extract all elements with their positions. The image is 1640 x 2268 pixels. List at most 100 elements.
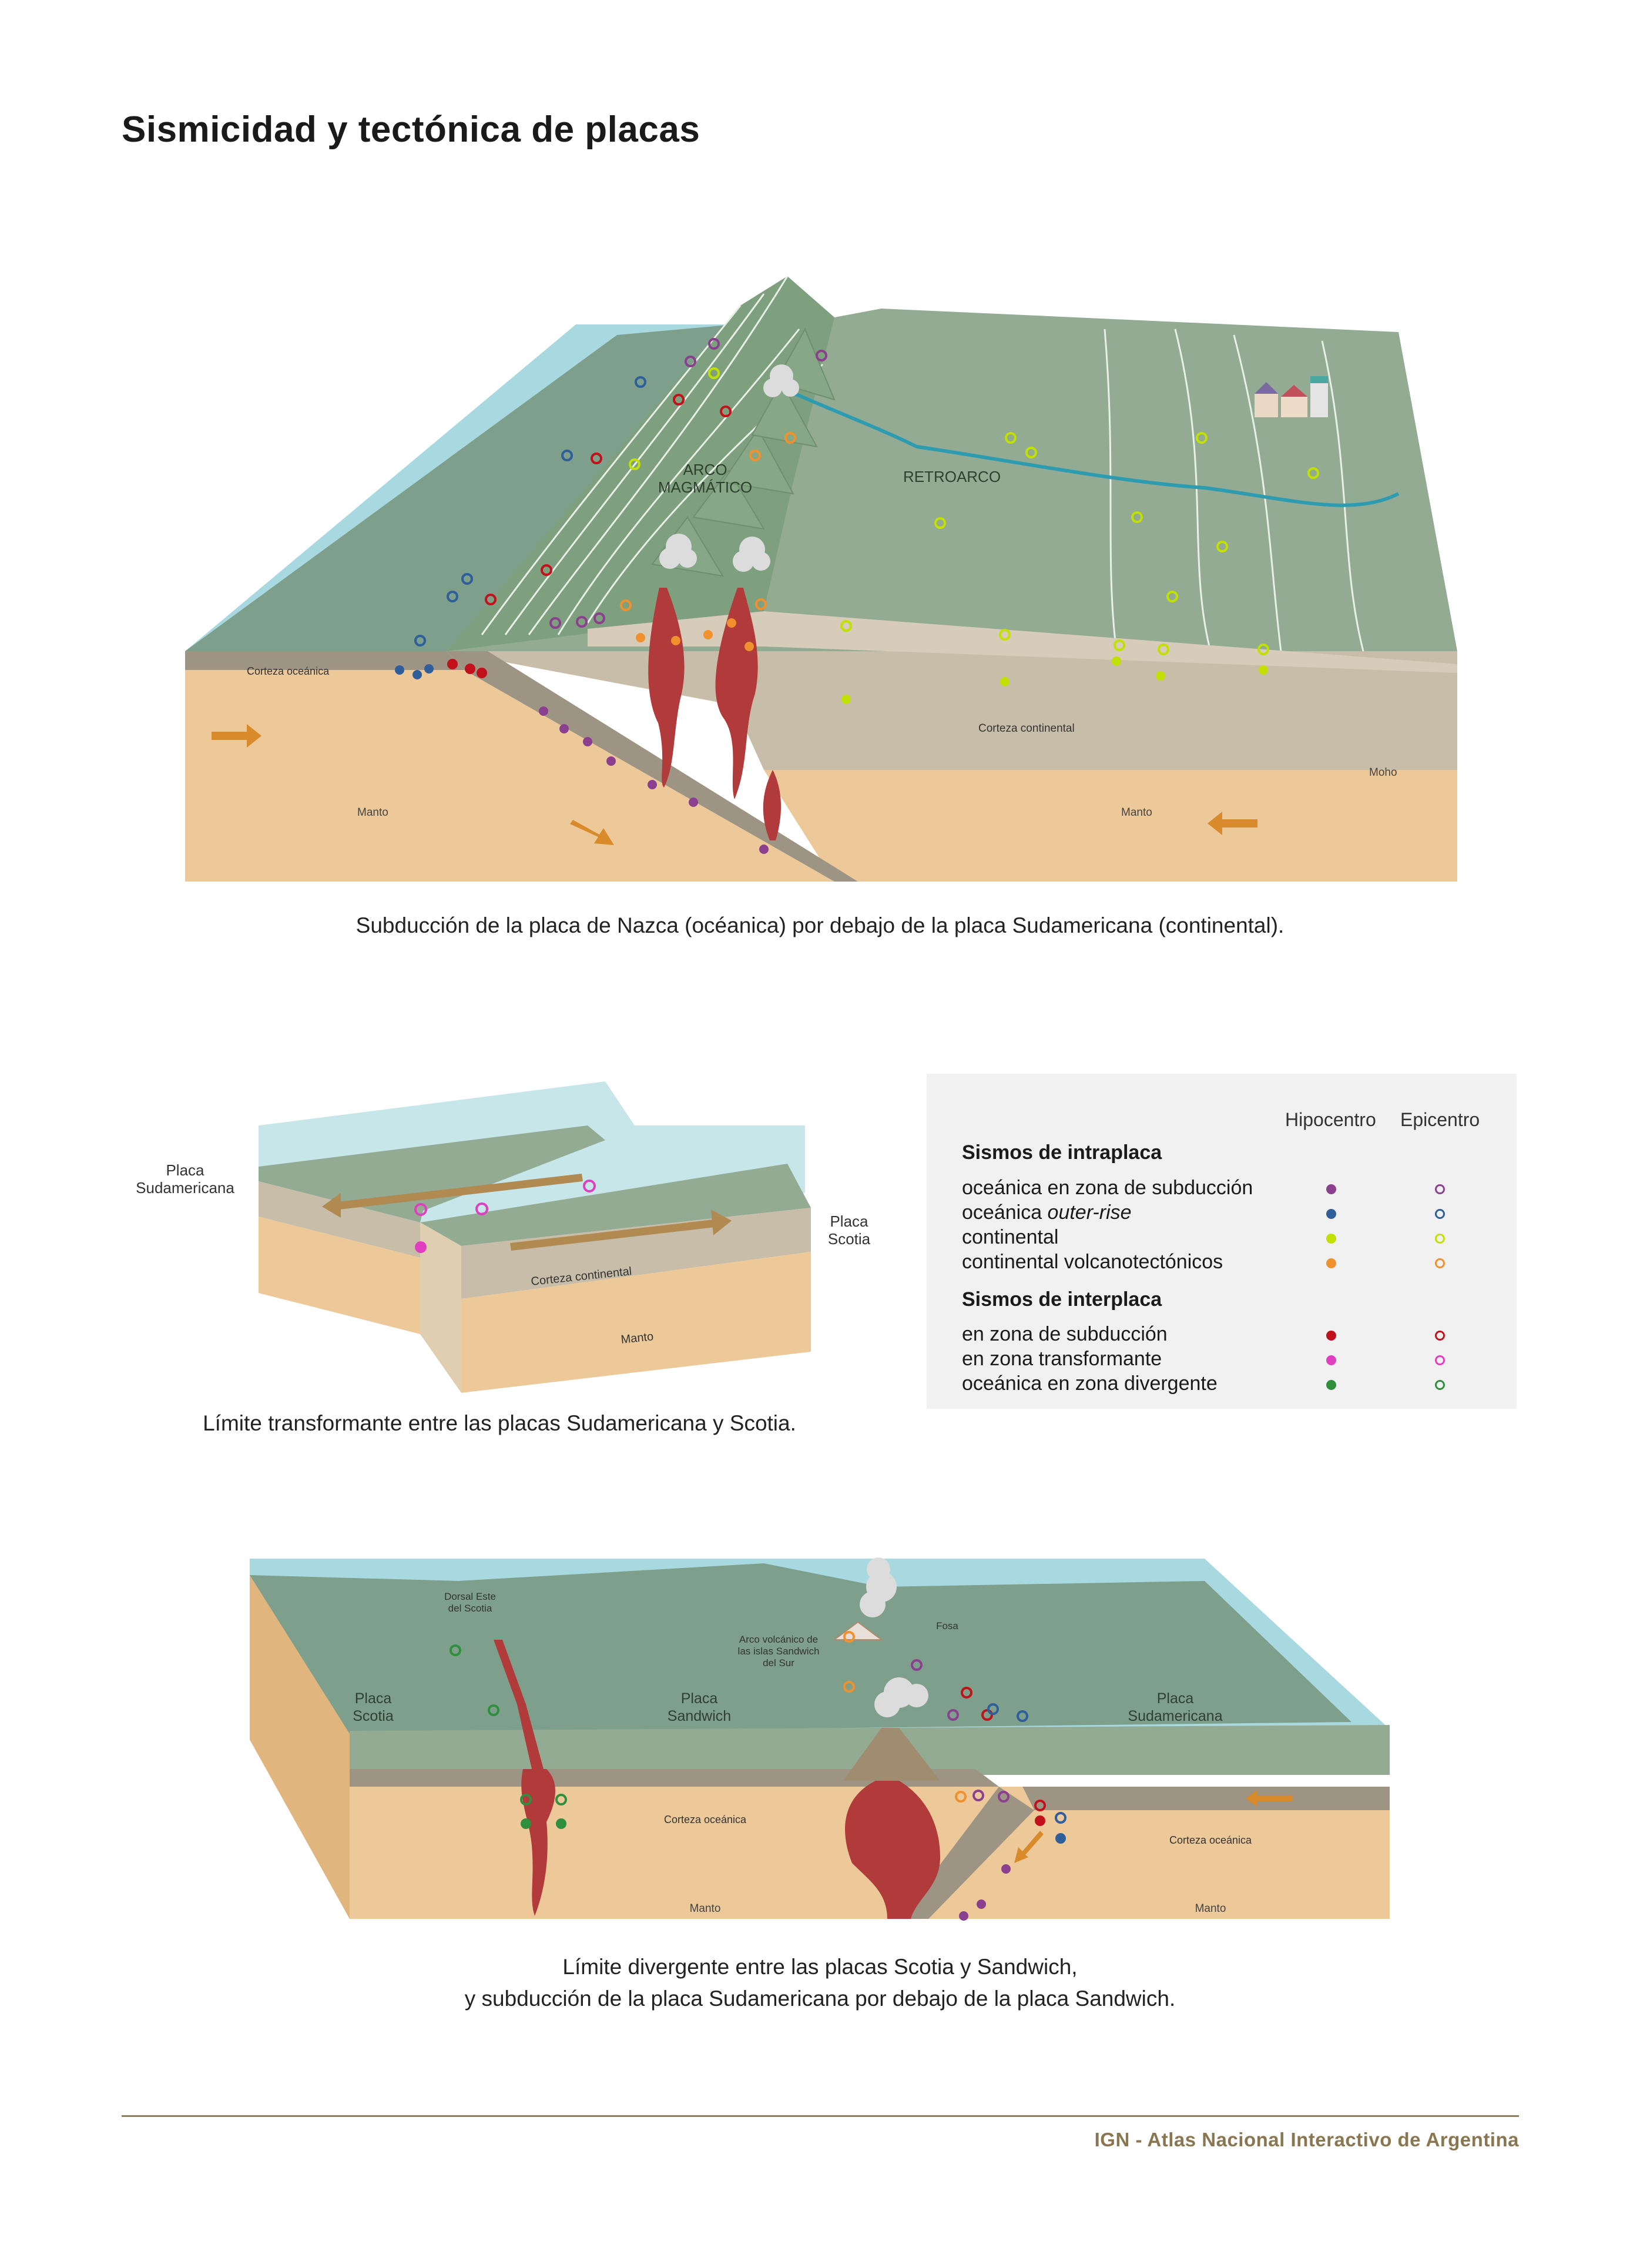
- legend: Hipocentro Epicentro Sismos de intraplac…: [927, 1074, 1517, 1409]
- label-placa-sandwich-b: Sandwich: [668, 1708, 731, 1724]
- epicentro-ring: [1435, 1331, 1445, 1341]
- volcano-smoke: [659, 364, 799, 572]
- label-placa-sudamericana-1: Placa: [166, 1161, 204, 1179]
- label-arco: ARCO: [683, 461, 727, 478]
- continental-crust: [447, 651, 1457, 770]
- label-placa-scotia-1: Placa: [830, 1212, 868, 1230]
- arrow-right-head: [711, 1210, 732, 1235]
- town-icon: [1255, 376, 1328, 417]
- footer-divider: [122, 2115, 1519, 2117]
- ocean-floor-3: [250, 1563, 1351, 1734]
- subducting-slab-3: [899, 1787, 1034, 1919]
- label-corteza-continental: Corteza continental: [978, 722, 1075, 735]
- river: [780, 386, 1400, 507]
- oceanic-crust-3b: [1022, 1787, 1390, 1810]
- legend-col-epicentro: Epicentro: [1400, 1109, 1480, 1130]
- label-placa-sud-3b: Sudamericana: [1128, 1708, 1222, 1724]
- subducting-slab: [447, 651, 858, 882]
- hipocentro-dot: [1326, 1184, 1336, 1194]
- volcano-far: [833, 1621, 883, 1640]
- epicentro-ring: [1435, 1380, 1445, 1390]
- label-manto-left: Manto: [357, 806, 388, 819]
- label-corteza-oceanica-3b: Corteza oceánica: [1169, 1834, 1252, 1846]
- caption-divergent-line1: Límite divergente entre las placas Scoti…: [562, 1955, 1078, 1979]
- label-placa-sandwich-a: Placa: [681, 1690, 718, 1707]
- epicentro-ring: [1435, 1184, 1445, 1194]
- plate-arrows-3: [1014, 1790, 1293, 1863]
- label-placa-scotia-3a: Placa: [355, 1690, 392, 1707]
- seismic-markers-3: [450, 1631, 1066, 1921]
- legend-row: oceánica en zona de subducción: [962, 1177, 1253, 1199]
- diagram-transform: Corteza continental Manto Placa Sudameri…: [136, 1081, 871, 1393]
- label-placa-sud-3a: Placa: [1157, 1690, 1194, 1707]
- arrow-left-head: [322, 1193, 341, 1218]
- mantle: [185, 670, 834, 882]
- side-face: [420, 1222, 461, 1393]
- diagram-divergent: Dorsal Este del Scotia Arco volcánico de…: [250, 1557, 1390, 1921]
- right-crust: [461, 1208, 811, 1299]
- hipocentro-dot: [1326, 1331, 1336, 1341]
- volcano: [843, 1728, 940, 1781]
- oceanic-crust-band: [185, 651, 464, 670]
- plate-arrows: [212, 724, 1257, 845]
- left-crust: [259, 1181, 420, 1258]
- caption-divergent: Límite divergente entre las placas Scoti…: [0, 1951, 1640, 2014]
- hipocentro-dot: [1326, 1209, 1336, 1219]
- legend-row-italic: outer-rise: [1047, 1201, 1132, 1224]
- label-placa-scotia-2: Scotia: [828, 1230, 871, 1248]
- label-retroarco: RETROARCO: [903, 468, 1001, 485]
- label-magmatico: MAGMÁTICO: [658, 478, 752, 496]
- legend-interplaca-title: Sismos de interplaca: [962, 1288, 1162, 1311]
- caption-transform: Límite transformante entre las placas Su…: [203, 1411, 796, 1435]
- legend-row: oceánica outer-rise: [962, 1201, 1132, 1224]
- label-placa-scotia-3b: Scotia: [353, 1708, 394, 1724]
- label-manto-3b: Manto: [1195, 1902, 1226, 1915]
- legend-row: en zona transformante: [962, 1348, 1162, 1370]
- label-fosa: Fosa: [936, 1620, 958, 1632]
- oceanic-crust-3a: [350, 1769, 999, 1787]
- plate-scotia-top: [420, 1164, 811, 1246]
- ocean-floor: [185, 324, 735, 651]
- legend-row: continental: [962, 1226, 1059, 1248]
- legend-row: continental volcanotectónicos: [962, 1251, 1223, 1273]
- label-corteza-oceanica-3a: Corteza oceánica: [664, 1814, 747, 1825]
- left-side-face: [250, 1575, 350, 1919]
- arrow-left: [338, 1174, 583, 1210]
- label-arco-2: las islas Sandwich: [738, 1646, 820, 1657]
- label-dorsal-1: Dorsal Este: [444, 1591, 496, 1602]
- hipocentro-dot: [1326, 1355, 1336, 1365]
- legend-row: oceánica en zona divergente: [962, 1372, 1218, 1395]
- hipocentro-dot: [1326, 1380, 1336, 1390]
- page-title: Sismicidad y tectónica de placas: [122, 109, 700, 150]
- arc-magma: [845, 1781, 940, 1919]
- mantle-right: [764, 770, 1457, 882]
- caption-subduction: Subducción de la placa de Nazca (océanic…: [355, 913, 1285, 937]
- seismic-markers: [395, 338, 1319, 854]
- label-corteza-oceanica: Corteza oceánica: [247, 665, 330, 677]
- epicentro-ring: [1435, 1355, 1445, 1365]
- legend-row: en zona de subducción: [962, 1323, 1168, 1345]
- hipocentro-dot: [1326, 1258, 1336, 1268]
- ridge-magma: [521, 1769, 555, 1916]
- arrow-right: [510, 1220, 715, 1251]
- ridge-dike: [494, 1640, 544, 1769]
- diagram-subduction: Corteza oceánica Corteza continental Man…: [185, 276, 1457, 882]
- right-mantle: [461, 1252, 811, 1393]
- label-dorsal-2: del Scotia: [448, 1603, 492, 1614]
- left-mantle: [259, 1217, 420, 1334]
- label-manto-3a: Manto: [690, 1902, 721, 1915]
- caption-divergent-line2: y subducción de la placa Sudamericana po…: [464, 1986, 1176, 2011]
- hipocentro-dot: [1326, 1234, 1336, 1244]
- epicentro-ring: [1435, 1234, 1445, 1244]
- label-arco-1: Arco volcánico de: [739, 1634, 818, 1645]
- plate-sudamericana-top: [259, 1125, 605, 1222]
- label-arco-3: del Sur: [763, 1657, 794, 1669]
- legend-col-hipocentro: Hipocentro: [1285, 1109, 1376, 1130]
- label-placa-sudamericana-2: Sudamericana: [136, 1179, 234, 1197]
- epicentro-ring: [1435, 1258, 1445, 1268]
- footer-credit: IGN - Atlas Nacional Interactivo de Arge…: [1094, 2129, 1519, 2150]
- volcano-smoke-3: [860, 1557, 928, 1717]
- legend-row-text: oceánica: [962, 1201, 1048, 1224]
- epicentro-ring: [1435, 1209, 1445, 1219]
- label-moho: Moho: [1369, 766, 1397, 779]
